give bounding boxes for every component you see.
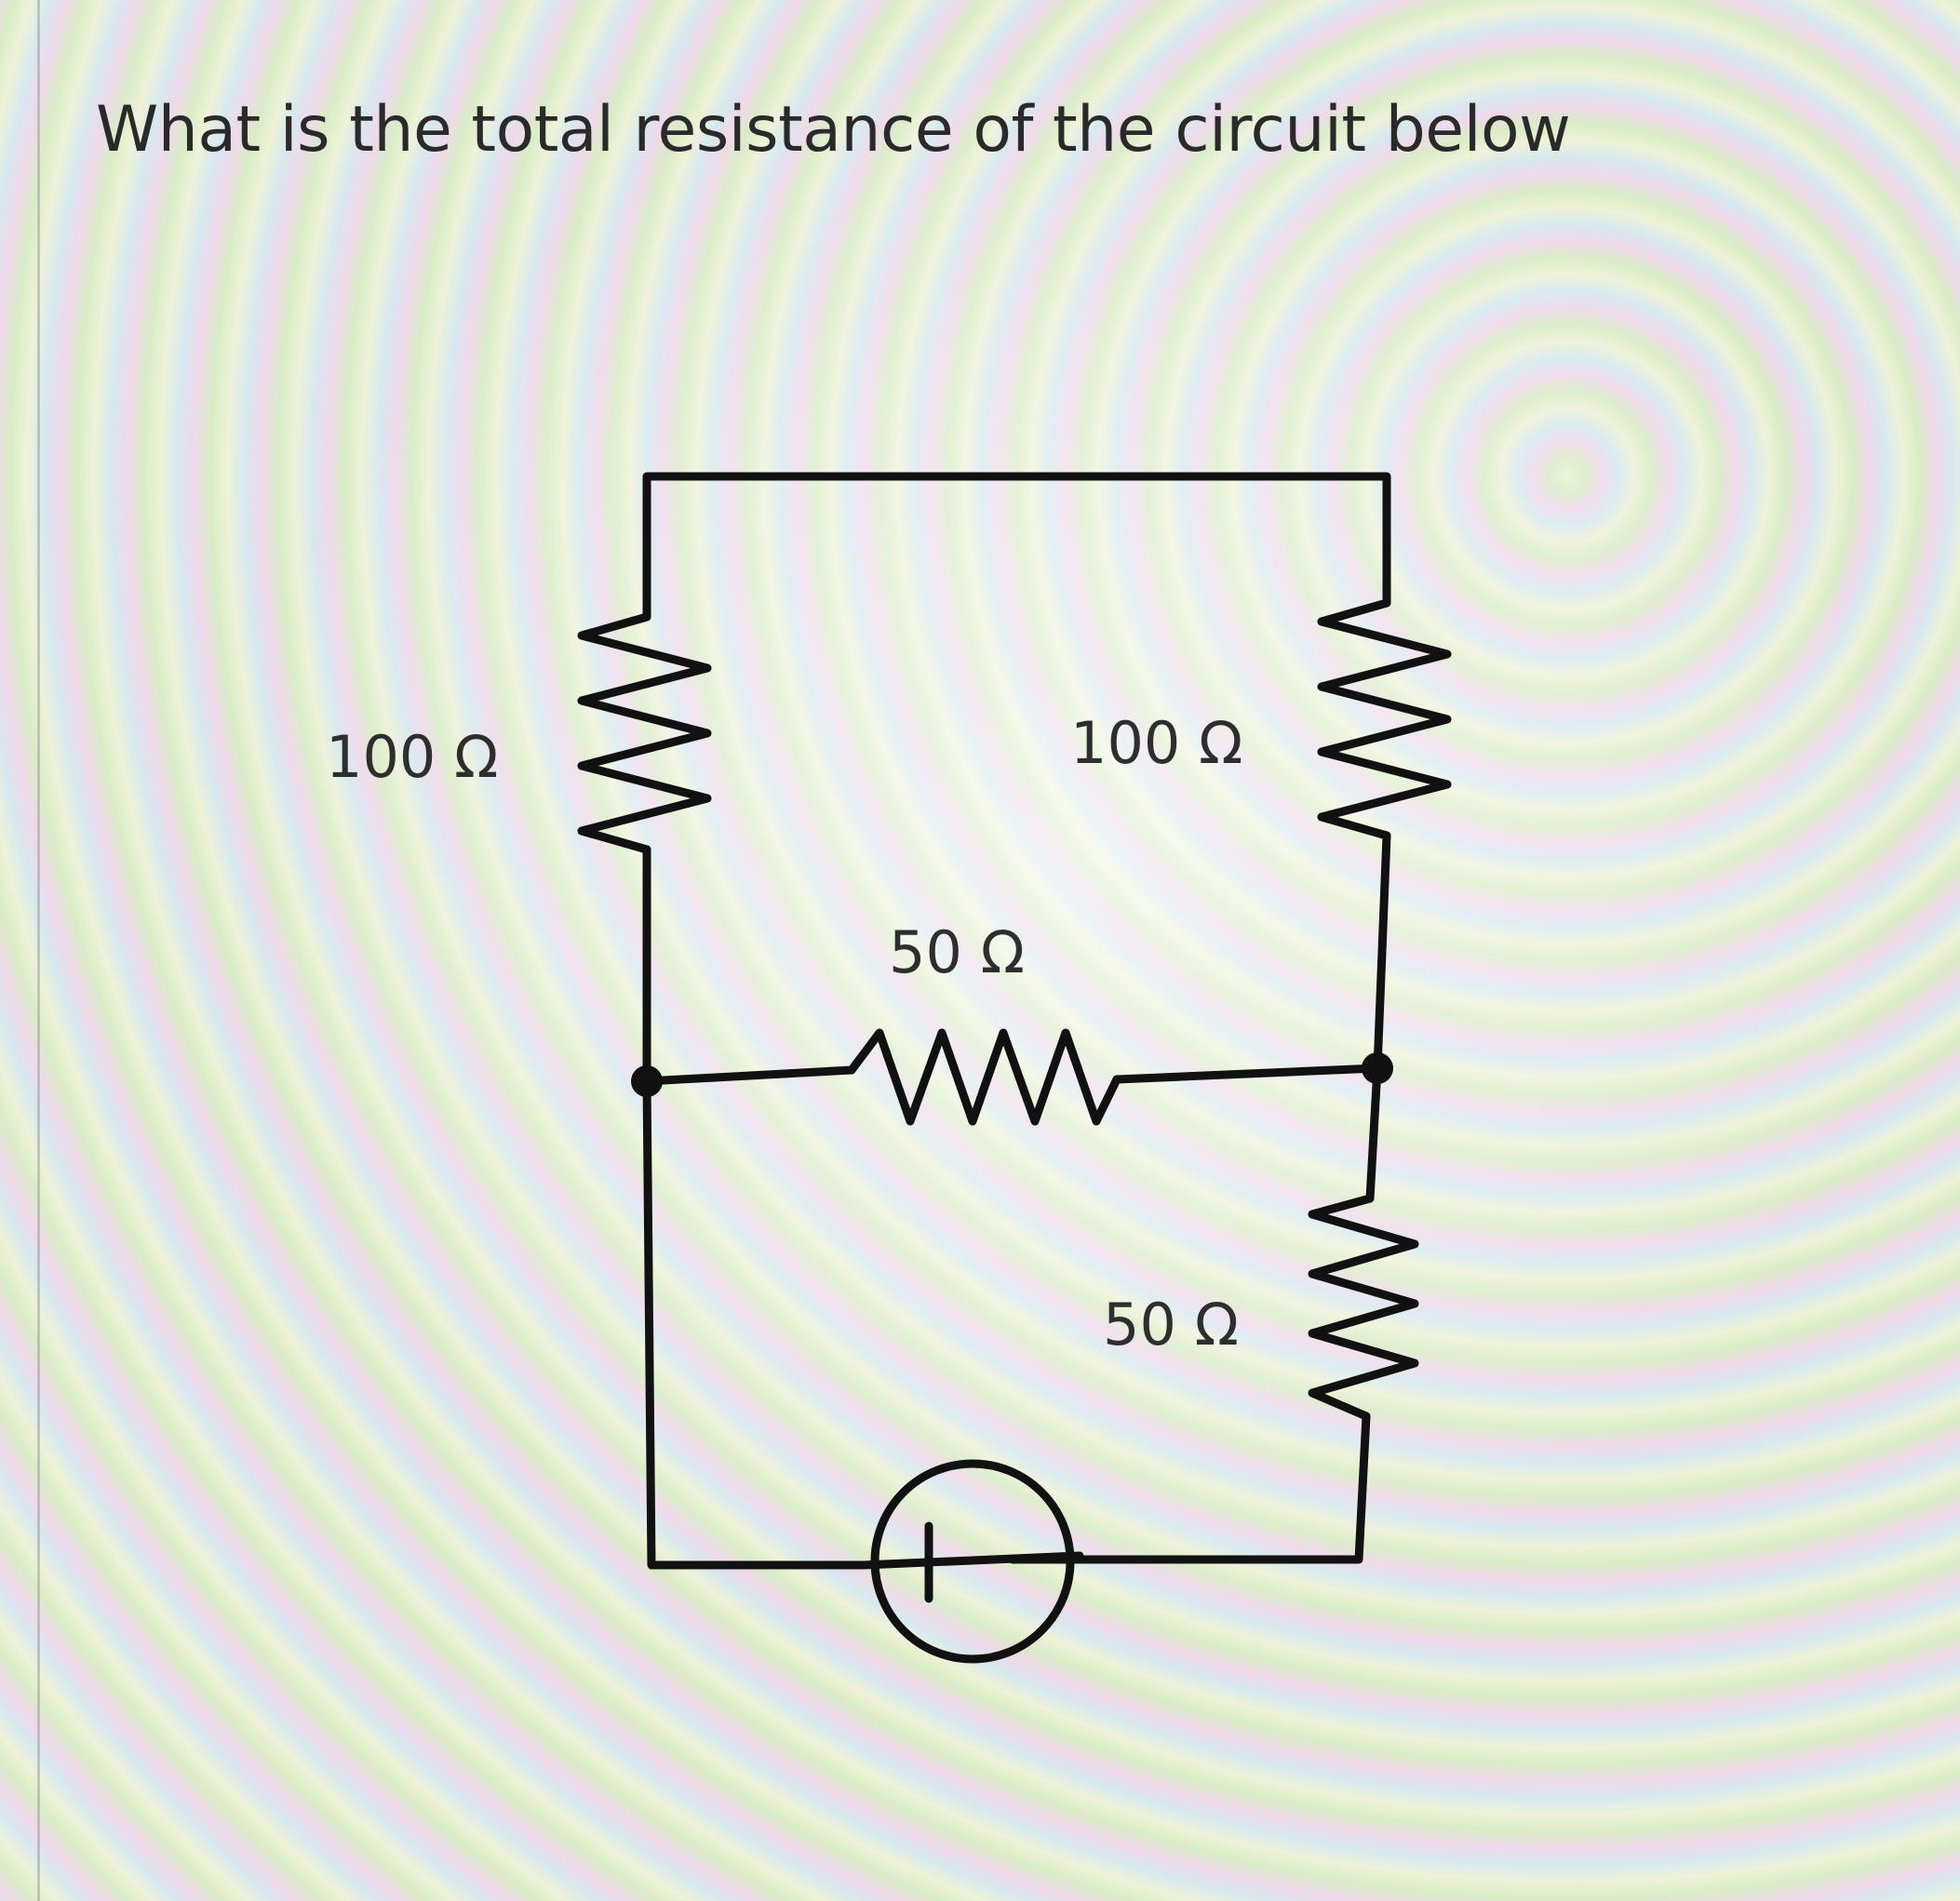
label-resistor-right-top: 100 Ω [1070, 709, 1242, 777]
junction-left [631, 1065, 663, 1097]
wire-middle-left [642, 1065, 856, 1086]
wire-right-lower [1365, 1064, 1382, 1203]
wire-top [642, 472, 1391, 622]
label-resistor-left-top: 100 Ω [326, 723, 498, 791]
junction-right [1362, 1052, 1393, 1084]
wire-left-bottom [642, 1077, 868, 1570]
resistor-middle [847, 1028, 1121, 1126]
wire-middle-right [1112, 1064, 1382, 1084]
resistor-right-top [1317, 598, 1452, 840]
resistor-left-top [577, 612, 712, 854]
source-inner-wire [859, 1551, 1084, 1570]
wire-right-middle [1373, 831, 1391, 1073]
wire-right-bottom [1008, 1412, 1371, 1564]
page-edge-rule [37, 0, 40, 1901]
question-text: What is the total resistance of the circ… [96, 93, 1571, 167]
resistor-right-bottom [1308, 1194, 1419, 1421]
label-resistor-middle: 50 Ω [889, 918, 1025, 986]
label-resistor-right-bottom: 50 Ω [1103, 1291, 1239, 1359]
